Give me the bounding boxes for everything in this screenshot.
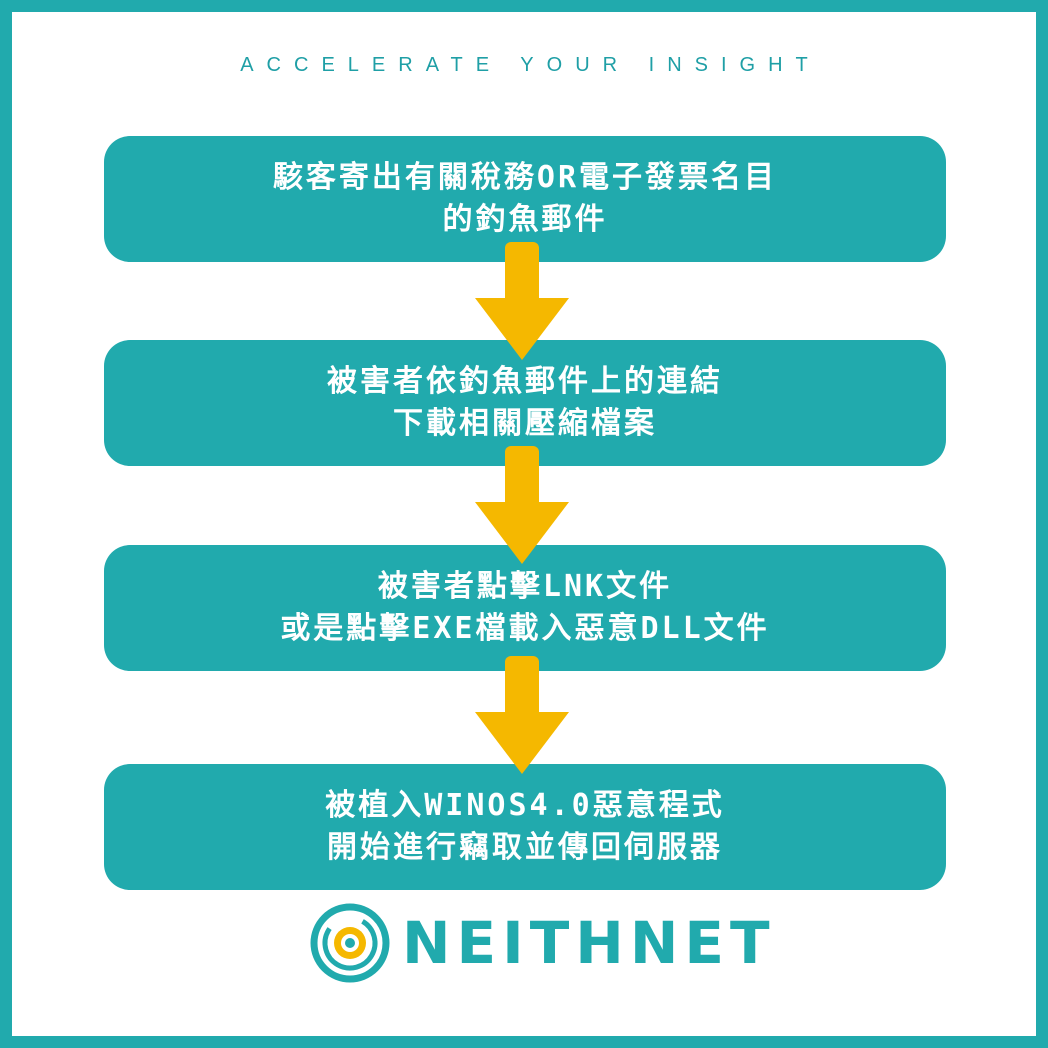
flow-step-2-line-2: 下載相關壓縮檔案 (393, 406, 657, 441)
flow-arrow-1-icon (475, 242, 569, 360)
tagline: ACCELERATE YOUR INSIGHT (240, 54, 821, 76)
flow-step-1-line-2: 的釣魚郵件 (442, 202, 608, 237)
flow-step-4: 被植入WINOS4.0惡意程式 開始進行竊取並傳回伺服器 (104, 764, 946, 890)
flow-step-3-line-2: 或是點擊EXE檔載入惡意DLL文件 (280, 611, 770, 646)
flow-step-3-line-1: 被害者點擊LNK文件 (377, 569, 673, 604)
brand-name: NEITHNET (402, 909, 776, 977)
flow-arrow-3-icon (475, 656, 569, 774)
flow-step-4-line-1: 被植入WINOS4.0惡意程式 (325, 788, 725, 823)
flow-arrow-2-icon (475, 446, 569, 564)
flow-step-1: 駭客寄出有關稅務OR電子發票名目 的釣魚郵件 (104, 136, 946, 262)
eye-target-icon (310, 903, 390, 983)
flow-step-2: 被害者依釣魚郵件上的連結 下載相關壓縮檔案 (104, 340, 946, 466)
flow-step-4-line-2: 開始進行竊取並傳回伺服器 (327, 830, 723, 865)
flow-step-1-line-1: 駭客寄出有關稅務OR電子發票名目 (272, 160, 778, 195)
flow-step-2-line-1: 被害者依釣魚郵件上的連結 (327, 364, 723, 399)
flow-step-3: 被害者點擊LNK文件 或是點擊EXE檔載入惡意DLL文件 (104, 545, 946, 671)
brand-logo: NEITHNET (310, 903, 770, 983)
